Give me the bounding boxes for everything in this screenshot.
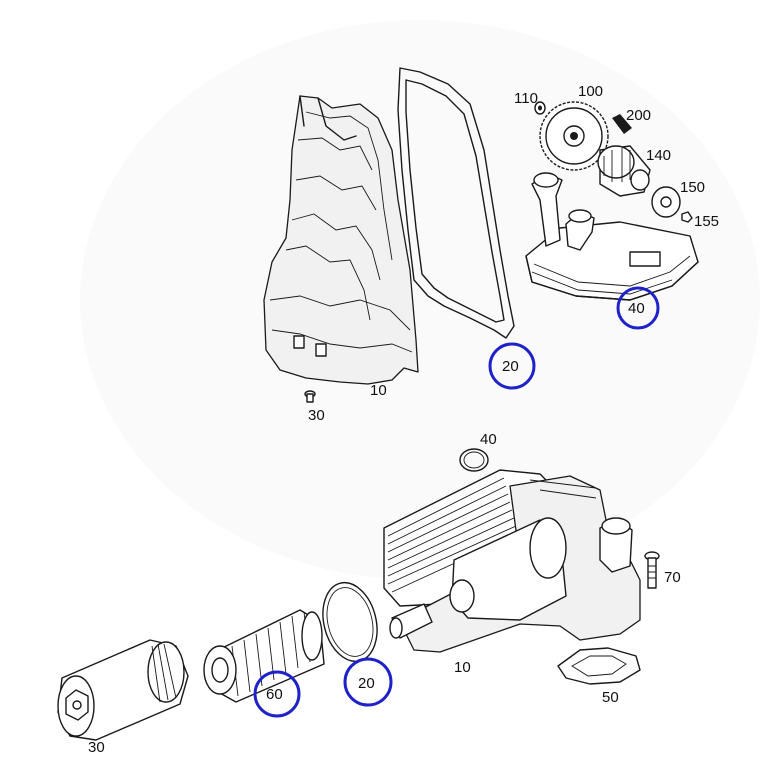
highlight-ring-top-40 [616,286,660,330]
label-top-10: 10 [370,382,387,399]
label-bottom-70: 70 [664,569,681,586]
gasket-part-20-top[interactable] [397,67,515,339]
label-200: 200 [626,107,651,124]
label-150: 150 [680,179,705,196]
highlight-ring-bottom-60 [253,670,301,718]
gear-part-100[interactable] [539,101,609,171]
label-bottom-10: 10 [454,659,471,676]
oil-cooler-housing-part-10[interactable] [383,469,641,653]
bolt-part-30-top[interactable] [304,390,316,403]
highlight-ring-top-20 [488,342,536,390]
label-100: 100 [578,83,603,100]
label-110: 110 [514,90,538,107]
filter-element-part-60[interactable] [203,609,325,703]
label-155: 155 [694,213,719,230]
oil-pan-part-10[interactable] [263,95,419,385]
label-top-40: 40 [628,300,645,317]
filter-strainer-part-40[interactable] [525,172,699,301]
label-bottom-30: 30 [88,739,105,756]
label-bottom-60: 60 [266,686,283,703]
label-top-20: 20 [502,358,519,375]
label-bottom-50: 50 [602,689,619,706]
highlight-ring-bottom-20 [343,657,393,707]
pump-rotor-part-140[interactable] [597,145,651,197]
washer-part-110[interactable] [534,101,546,115]
nut-part-155[interactable] [681,211,693,223]
filter-cap-part-30[interactable] [57,639,189,741]
label-top-30: 30 [308,407,325,424]
o-ring-part-40-bottom[interactable] [459,448,489,472]
pin-part-200[interactable] [612,114,632,134]
bolt-part-70[interactable] [644,551,660,589]
label-140: 140 [646,147,671,164]
label-bottom-40: 40 [480,431,497,448]
gasket-plate-part-50[interactable] [557,647,641,685]
label-bottom-20: 20 [358,675,375,692]
cover-part-150[interactable] [651,186,681,218]
